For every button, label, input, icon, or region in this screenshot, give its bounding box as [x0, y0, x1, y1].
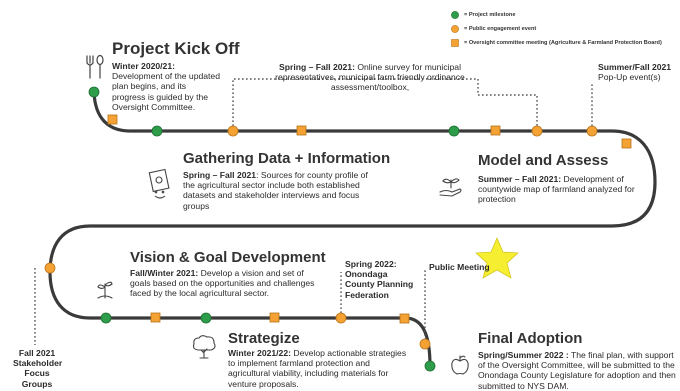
legend-row-milestone: = Project milestone: [451, 11, 515, 19]
seed-packet-icon: [148, 168, 170, 199]
milestone-legend-icon: [451, 11, 459, 19]
oversight-marker: [107, 114, 118, 125]
stakeholder-line-2: Stakeholder: [13, 358, 63, 369]
legend-oversight: = Oversight committee meeting (Agricultu…: [464, 39, 662, 46]
planning-line-4: Federation: [345, 289, 389, 300]
planning-line-3: County Planning: [345, 279, 414, 290]
seedling-icon: [97, 281, 113, 299]
popup-period: Summer/Fall 2021: [598, 62, 672, 72]
engagement-markers: [44, 125, 598, 350]
oversight-marker: [269, 312, 280, 323]
kickoff-title: Project Kick Off: [112, 39, 240, 58]
apple-icon: [451, 355, 469, 375]
kickoff-text: Winter 2020/21: Development of the updat…: [112, 61, 220, 112]
kickoff-period: Winter 2020/21:: [112, 61, 175, 71]
tree-icon: [192, 335, 216, 359]
milestone-marker: [424, 360, 436, 372]
engagement-marker: [227, 125, 239, 137]
stakeholder-line-3: Focus Groups: [21, 368, 53, 389]
milestone-markers: [88, 86, 460, 372]
vision-title: Vision & Goal Development: [130, 249, 326, 266]
oversight-markers: [107, 114, 632, 324]
gathering-text: Spring – Fall 2021: Sources for county p…: [183, 170, 378, 211]
strategize-period: Winter 2021/22:: [228, 348, 291, 358]
legend-engagement: = Public engagement event: [464, 25, 537, 32]
vision-description: Develop a vision and set of goals based …: [130, 268, 315, 299]
hand-with-sprout-icon: [439, 178, 462, 197]
legend-milestone: = Project milestone: [464, 11, 516, 18]
public-meeting-label: Public Meeting: [429, 262, 490, 272]
public-meeting-star: [475, 237, 519, 279]
strategize-text: Winter 2021/22: Develop actionable strat…: [228, 348, 410, 389]
oversight-marker: [621, 138, 632, 149]
engagement-marker: [419, 338, 431, 350]
legend-row-oversight: = Oversight committee meeting (Agricultu…: [451, 39, 662, 47]
engagement-marker: [44, 262, 56, 274]
milestone-marker: [88, 86, 100, 98]
legend-row-engagement: = Public engagement event: [451, 25, 536, 33]
timeline-path: [48, 90, 657, 368]
engagement-legend-icon: [451, 25, 459, 33]
popup-text: Summer/Fall 2021 Pop-Up event(s): [598, 62, 678, 82]
planning-text: Spring 2022: Onondaga County Planning Fe…: [345, 259, 425, 300]
survey-period: Spring – Fall 2021:: [279, 62, 355, 72]
stakeholder-text: Fall 2021 Stakeholder Focus Groups: [13, 348, 63, 389]
milestone-marker: [100, 312, 112, 324]
adoption-title: Final Adoption: [478, 330, 583, 347]
oversight-marker: [296, 125, 307, 136]
milestone-marker: [448, 125, 460, 137]
oversight-marker: [490, 125, 501, 136]
engagement-marker: [531, 125, 543, 137]
leader-survey: [232, 78, 538, 130]
oversight-marker: [399, 313, 410, 324]
engagement-marker: [586, 125, 598, 137]
survey-text: Spring – Fall 2021: Online survey for mu…: [255, 62, 485, 93]
leader-lines: [34, 78, 593, 345]
planning-line-2: Onondaga: [345, 269, 388, 280]
planning-line-1: Spring 2022:: [345, 259, 397, 269]
model-description: Development of countywide map of farmlan…: [478, 174, 635, 205]
survey-description: Online survey for municipal representati…: [275, 62, 465, 93]
gathering-title: Gathering Data + Information: [183, 150, 391, 167]
model-title: Model and Assess: [478, 152, 609, 169]
oversight-legend-icon: [451, 39, 459, 47]
vision-text: Fall/Winter 2021: Develop a vision and s…: [130, 268, 324, 299]
stakeholder-line-1: Fall 2021: [18, 348, 56, 358]
fork-and-spoon-icon: [86, 54, 104, 79]
vision-period: Fall/Winter 2021:: [130, 268, 199, 278]
model-period: Summer – Fall 2021:: [478, 174, 562, 184]
kickoff-description: Development of the updated plan begins, …: [112, 71, 220, 112]
oversight-marker: [150, 312, 161, 323]
gathering-description: : Sources for county profile of the agri…: [183, 170, 368, 211]
strategize-description: Develop actionable strategies to impleme…: [228, 348, 407, 389]
adoption-period: Spring/Summer 2022 :: [478, 350, 569, 360]
popup-description: Pop-Up event(s): [598, 72, 661, 83]
strategize-title: Strategize: [228, 330, 300, 347]
adoption-text: Spring/Summer 2022 : The final plan, wit…: [478, 350, 676, 391]
engagement-marker: [335, 312, 347, 324]
milestone-marker: [200, 312, 212, 324]
model-text: Summer – Fall 2021: Development of count…: [478, 174, 653, 205]
gathering-period: Spring – Fall 2021: [183, 170, 257, 180]
milestone-marker: [151, 125, 163, 137]
